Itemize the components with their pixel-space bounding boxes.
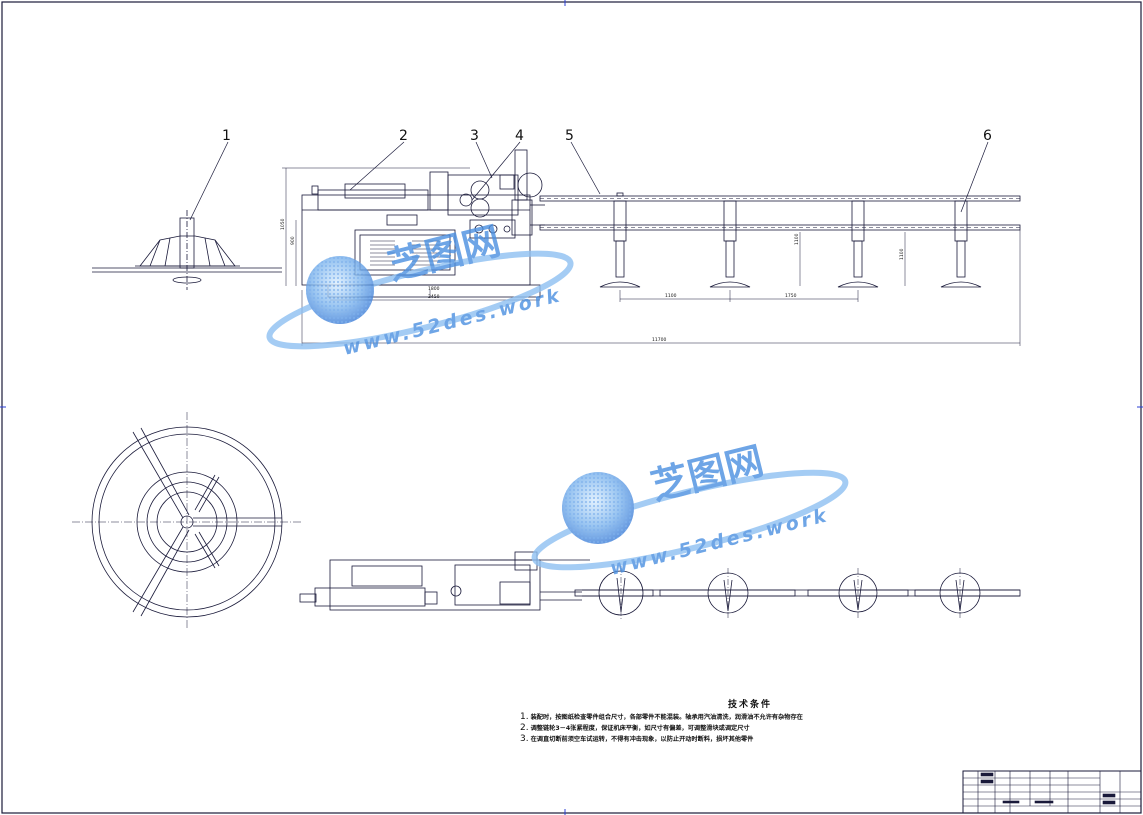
machine-body-front [301,149,545,298]
rack-plan-view [574,566,1021,620]
dim-text: 1750 [785,293,797,299]
rack-stand [837,200,879,288]
tech-item: 1.装配时，按图纸检查零件组合尺寸，各部零件不能混装。轴承用汽油清洗，润滑油不允… [520,712,940,723]
title-block [962,770,1142,814]
dim-text: 2450 [428,294,440,300]
rack-stand [709,200,751,288]
tech-item-number: 2. [520,723,529,733]
machine-plan-view [299,551,590,611]
watermark-logo-text: 芝图网 [647,438,768,508]
watermark-url: www.52des.work [341,284,564,360]
watermark-logo: 芝图网 www.52des.work [531,438,849,580]
callout-numbers: 1 2 3 4 5 6 [222,128,992,144]
dim-text: 900 [290,236,296,245]
callout-1: 1 [222,128,231,144]
top-view [72,412,1021,628]
tech-item-number: 3. [520,734,529,744]
tech-item: 2.调整链轮3－4张紧程度，保证机床平衡，如尺寸有偏差，可调整滑块或调定尺寸 [520,723,940,734]
callout-2: 2 [399,128,408,144]
dim-text: 1800 [428,286,440,292]
tech-title: 技术条件 [727,700,772,710]
watermark-logo-text: 芝图网 [384,218,505,288]
callout-6: 6 [983,128,992,144]
watermark-url: www.52des.work [608,504,831,580]
receiving-rack-front [539,192,1021,288]
tech-item-text: 装配时，按图纸检查零件组合尺寸，各部零件不能混装。轴承用汽油清洗，润滑油不允许有… [530,714,803,721]
dim-text: 1100 [899,248,905,260]
tech-item-number: 1. [520,712,529,722]
dim-text: 1100 [794,233,800,245]
reel-plan-view [72,412,302,628]
technical-requirements: 技术条件 1.装配时，按图纸检查零件组合尺寸，各部零件不能混装。轴承用汽油清洗，… [520,697,940,745]
reel-stand-front [92,210,282,290]
dimension-texts: 1100 1750 11700 2450 1800 1050 900 1100 … [280,218,905,343]
dim-text: 1100 [665,293,677,299]
callout-3: 3 [470,128,479,144]
callout-4: 4 [515,128,524,144]
front-view [92,141,1021,346]
dim-text: 11700 [652,337,666,343]
rack-stand [940,200,982,288]
tech-item-text: 调整链轮3－4张紧程度，保证机床平衡，如尺寸有偏差，可调整滑块或调定尺寸 [530,725,750,732]
callout-leaders [189,141,989,221]
callout-5: 5 [565,128,574,144]
tech-item-text: 在调直切断前须空车试运转，不得有冲击现象，以防止开动时断料，损坏其他零件 [530,736,754,743]
rack-stand [599,192,641,288]
tech-item: 3.在调直切断前须空车试运转，不得有冲击现象，以防止开动时断料，损坏其他零件 [520,734,940,745]
dim-text: 1050 [280,218,286,230]
